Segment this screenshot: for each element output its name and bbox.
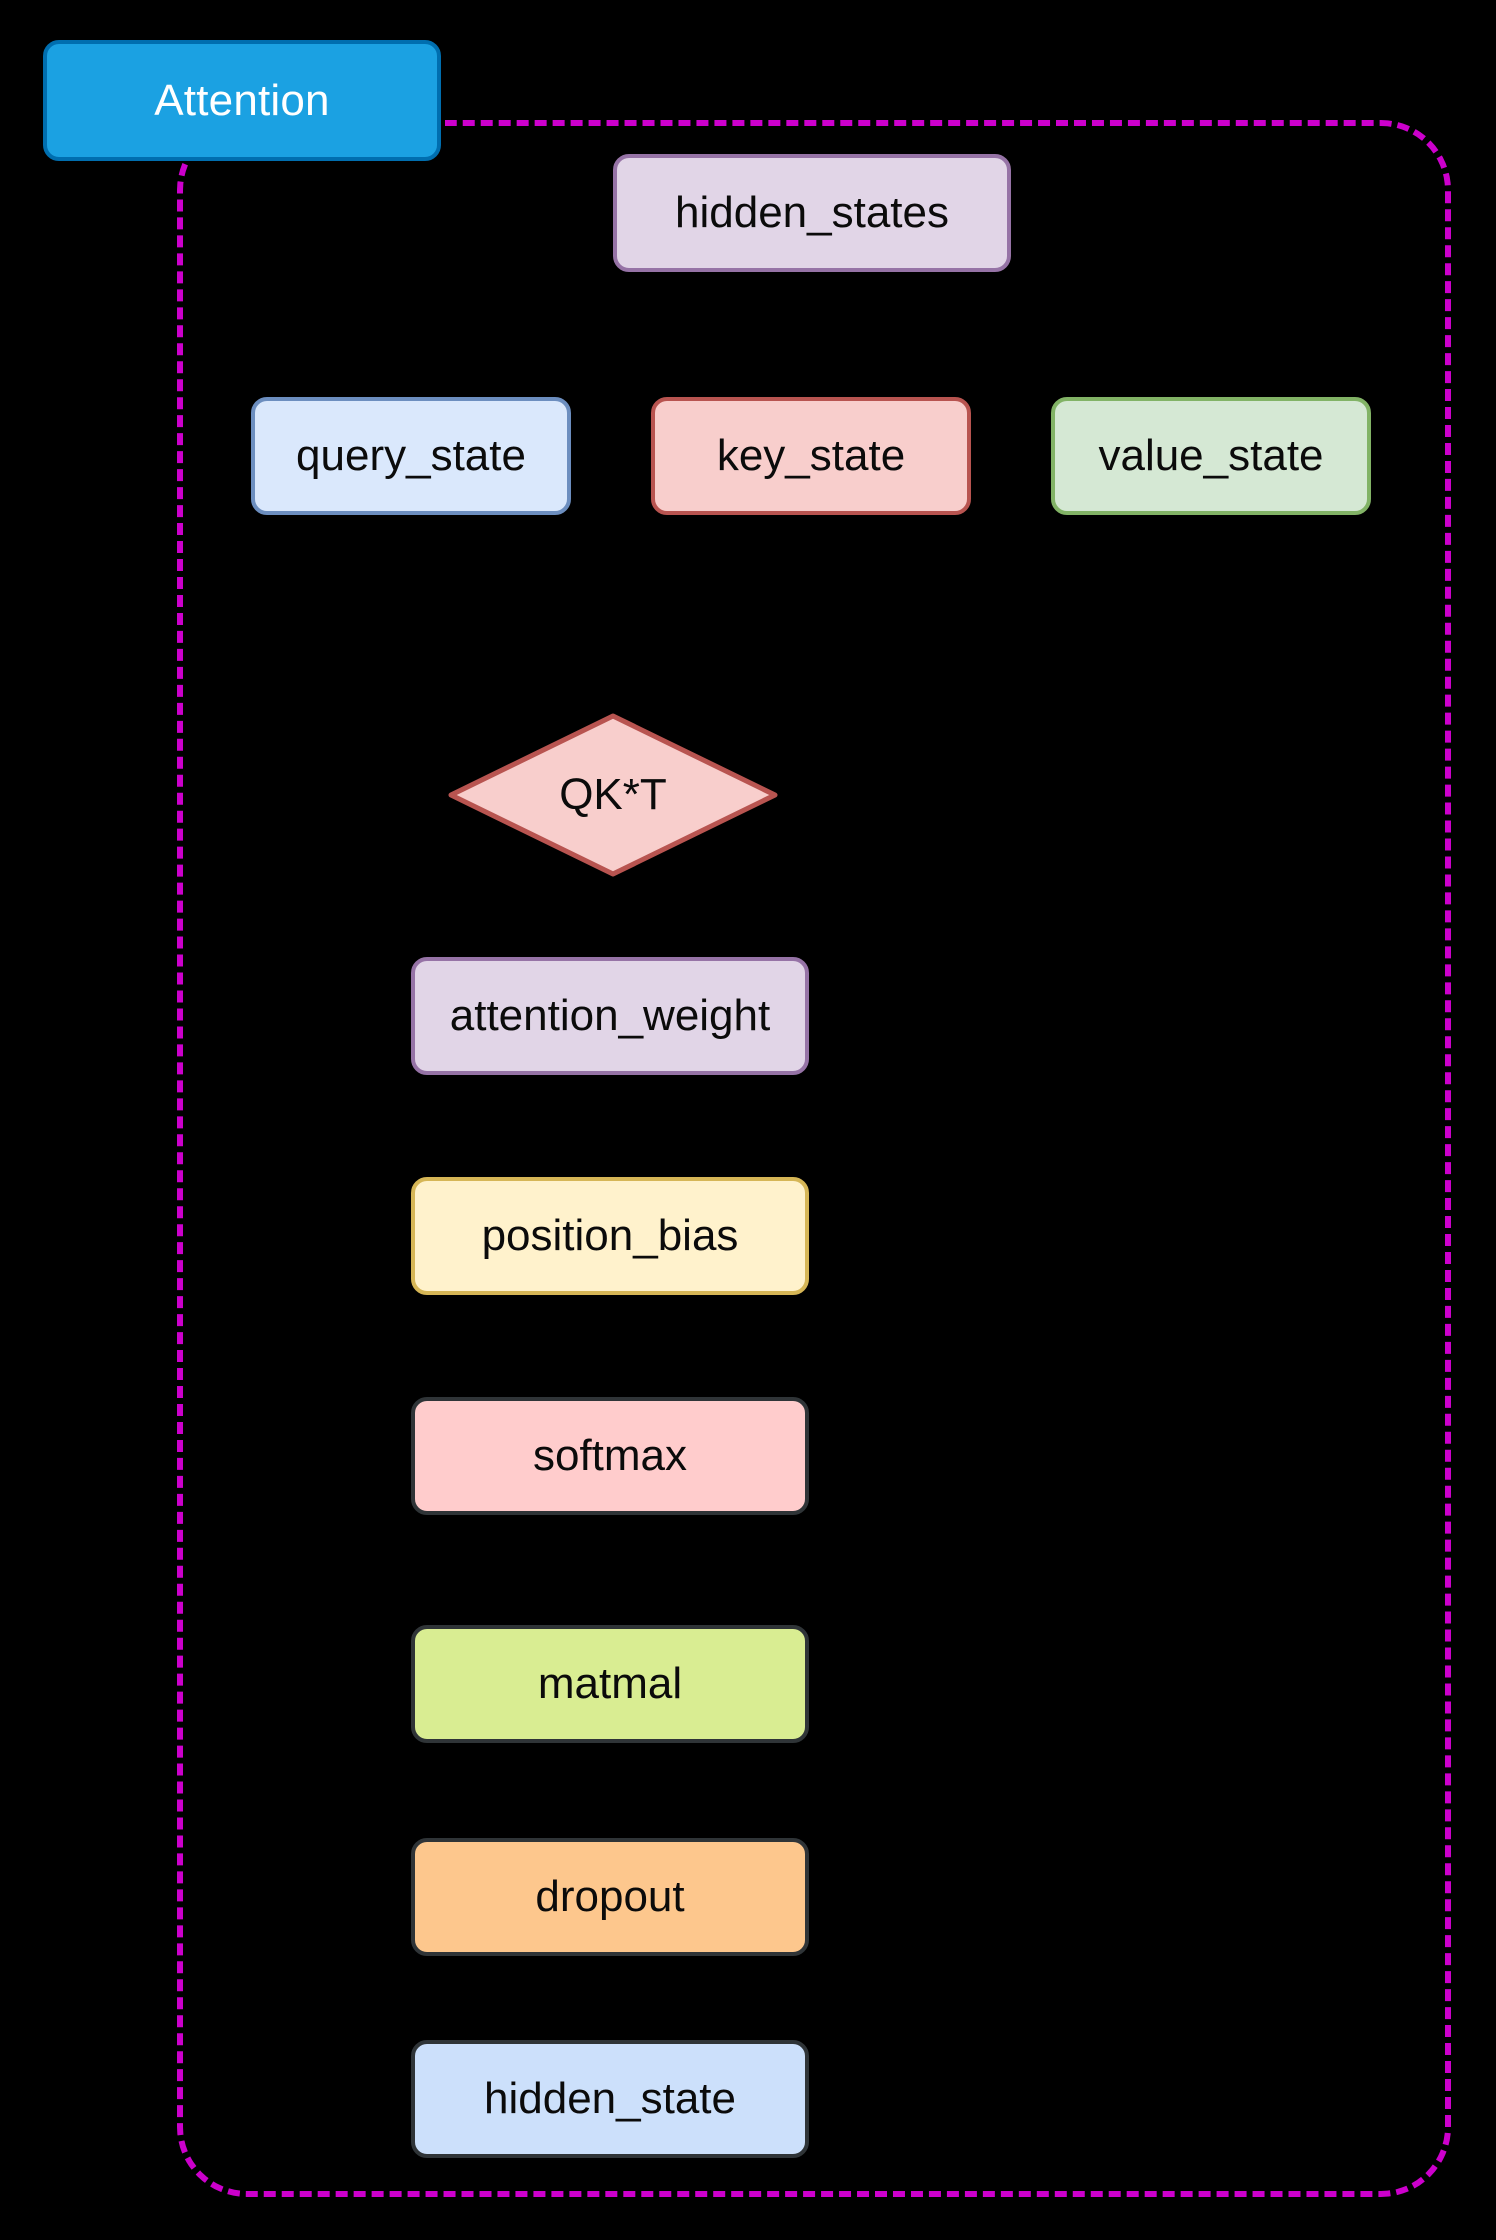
node-label-softmax: softmax	[532, 1430, 688, 1480]
node-label-hidden-state: hidden_state	[484, 2073, 736, 2123]
node-label-matmal: matmal	[537, 1658, 683, 1708]
node-label-key-state: key_state	[716, 430, 906, 480]
group-title-label: Attention	[154, 75, 330, 125]
diamond-shape	[448, 713, 778, 877]
node-attention-weight[interactable]: attention_weight	[411, 957, 809, 1075]
node-key-state[interactable]: key_state	[651, 397, 971, 515]
node-label-value-state: value_state	[1098, 430, 1324, 480]
node-label-attention-weight: attention_weight	[449, 990, 771, 1040]
node-position-bias[interactable]: position_bias	[411, 1177, 809, 1295]
group-title-tab[interactable]: Attention	[43, 40, 441, 161]
node-hidden-state[interactable]: hidden_state	[411, 2040, 809, 2158]
node-label-dropout: dropout	[535, 1871, 685, 1921]
node-value-state[interactable]: value_state	[1051, 397, 1371, 515]
node-softmax[interactable]: softmax	[411, 1397, 809, 1515]
node-hidden-states[interactable]: hidden_states	[613, 154, 1011, 272]
node-query-state[interactable]: query_state	[251, 397, 571, 515]
node-label-position-bias: position_bias	[481, 1210, 739, 1260]
node-qk-t[interactable]: QK*T	[448, 713, 778, 877]
node-label-hidden-states: hidden_states	[675, 187, 949, 237]
node-dropout[interactable]: dropout	[411, 1838, 809, 1956]
node-label-qk-t: QK*T	[559, 770, 667, 819]
node-matmal[interactable]: matmal	[411, 1625, 809, 1743]
node-label-query-state: query_state	[296, 430, 526, 480]
